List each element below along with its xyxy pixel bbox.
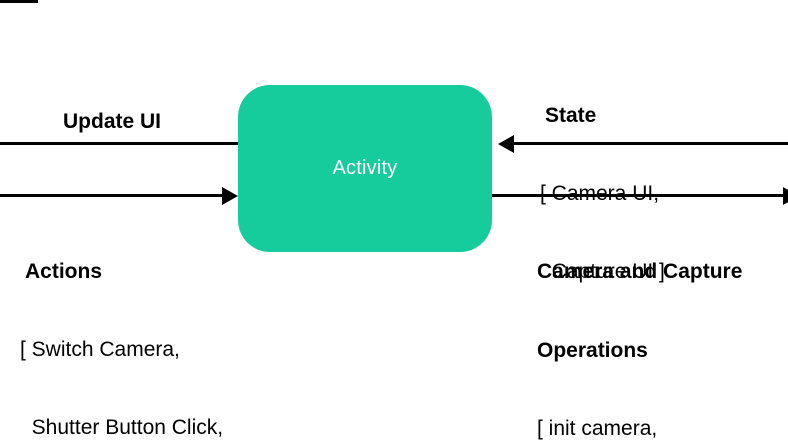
actions-block: Actions [ Switch Camera, Shutter Button … <box>20 207 274 444</box>
state-arrowhead <box>498 135 514 153</box>
top-left-mark <box>0 0 38 3</box>
actions-arrowhead <box>222 187 238 205</box>
operations-heading-line1: Camera and Capture <box>537 260 743 283</box>
activity-node-label: Activity <box>332 157 398 179</box>
actions-line: [ Switch Camera, <box>20 338 180 361</box>
update-ui-arrow-line <box>0 142 238 145</box>
operations-heading-line2: Operations <box>537 339 648 362</box>
state-line: Capture UI ] <box>540 260 665 283</box>
state-arrow-line <box>512 142 788 145</box>
actions-heading: Actions <box>25 260 103 283</box>
activity-node: Activity <box>238 85 492 252</box>
state-line: [ Camera UI, <box>540 182 660 205</box>
update-ui-label: Update UI <box>63 110 162 133</box>
actions-line: Shutter Button Click, <box>20 416 224 439</box>
operations-arrowhead <box>783 187 788 205</box>
actions-arrow-line <box>0 194 223 197</box>
state-heading: State <box>545 104 597 127</box>
operations-arrow-line <box>492 194 784 197</box>
state-block: State [ Camera UI, Capture UI ] <box>540 51 665 337</box>
operations-line: [ init camera, <box>537 417 658 440</box>
operations-block: Camera and Capture Operations [ init cam… <box>537 206 742 444</box>
